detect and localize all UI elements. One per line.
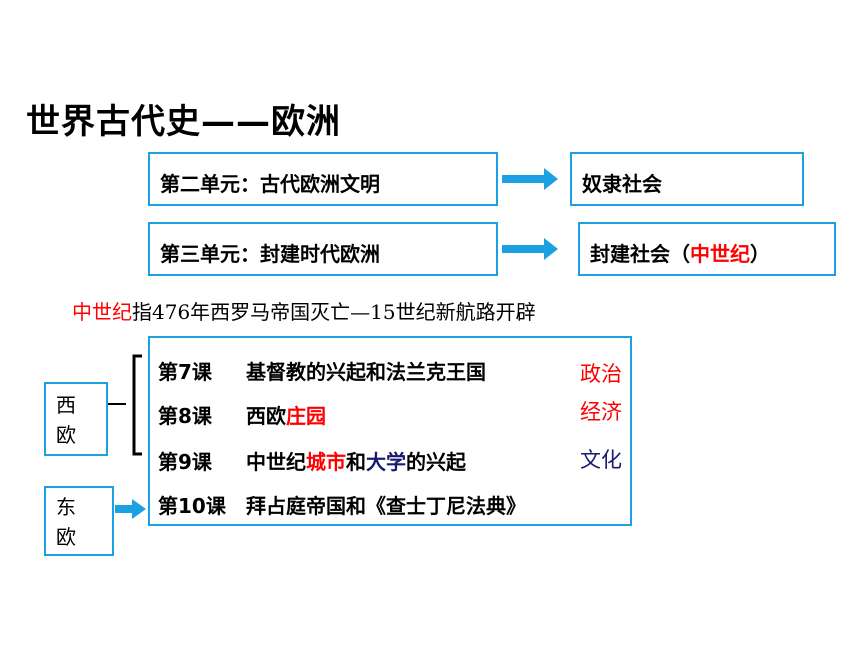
aspect-politics: 政治	[580, 362, 622, 386]
lesson-7-title: 基督教的兴起和法兰克王国	[246, 360, 486, 384]
east-europe-label-2: 欧	[56, 525, 76, 549]
unit-2-box: 第二单元：古代欧洲文明	[148, 152, 498, 206]
unit-2-arrow-icon	[502, 168, 558, 190]
feudal-society-label: 封建社会（中世纪）	[590, 238, 770, 267]
lessons-box	[148, 336, 632, 526]
definition-term: 中世纪	[72, 300, 132, 324]
aspect-economy: 经济	[580, 400, 622, 424]
definition-text: 指476年西罗马帝国灭亡—15世纪新航路开辟	[132, 300, 536, 324]
lesson-9-part-1: 中世纪	[246, 450, 306, 474]
lesson-10-number: 第10课	[158, 494, 226, 518]
lesson-8-title: 西欧	[246, 404, 286, 428]
unit-3-box: 第三单元：封建时代欧洲	[148, 222, 498, 276]
brace-connector	[108, 354, 142, 456]
lesson-9: 第9课 中世纪城市和大学的兴起	[158, 446, 466, 475]
page-title: 世界古代史——欧洲	[26, 102, 341, 142]
feudal-society-suffix: ）	[750, 242, 770, 266]
unit-3-arrow-icon	[502, 238, 558, 260]
lesson-9-number: 第9课	[158, 450, 212, 474]
west-europe-label-2: 欧	[56, 423, 76, 447]
middle-ages-definition: 中世纪指476年西罗马帝国灭亡—15世纪新航路开辟	[72, 296, 536, 325]
lesson-9-part-3: 和	[346, 450, 366, 474]
lesson-9-highlight-city: 城市	[306, 450, 346, 474]
west-europe-box: 西 欧	[44, 382, 108, 456]
feudal-society-text: 封建社会（	[590, 242, 690, 266]
lesson-8-highlight-manor: 庄园	[286, 404, 326, 428]
lesson-8: 第8课 西欧庄园	[158, 400, 326, 429]
middle-ages-highlight: 中世纪	[690, 242, 750, 266]
lesson-7: 第7课 基督教的兴起和法兰克王国	[158, 356, 486, 385]
lesson-8-number: 第8课	[158, 404, 212, 428]
unit-3-label: 第三单元：封建时代欧洲	[160, 242, 380, 266]
lesson-9-part-5: 的兴起	[406, 450, 466, 474]
lesson-7-number: 第7课	[158, 360, 212, 384]
lesson-10-title: 拜占庭帝国和《查士丁尼法典》	[246, 494, 526, 518]
aspect-culture: 文化	[580, 448, 622, 472]
west-europe-label-1: 西	[56, 393, 76, 417]
feudal-society-box: 封建社会（中世纪）	[578, 222, 836, 276]
unit-2-label: 第二单元：古代欧洲文明	[160, 172, 380, 196]
east-europe-box: 东 欧	[44, 486, 114, 556]
lesson-10: 第10课拜占庭帝国和《查士丁尼法典》	[158, 490, 526, 519]
slave-society-label: 奴隶社会	[582, 172, 662, 196]
east-europe-label-1: 东	[56, 495, 76, 519]
east-europe-arrow-icon	[115, 499, 146, 519]
lesson-9-highlight-university: 大学	[366, 450, 406, 474]
slave-society-box: 奴隶社会	[570, 152, 804, 206]
